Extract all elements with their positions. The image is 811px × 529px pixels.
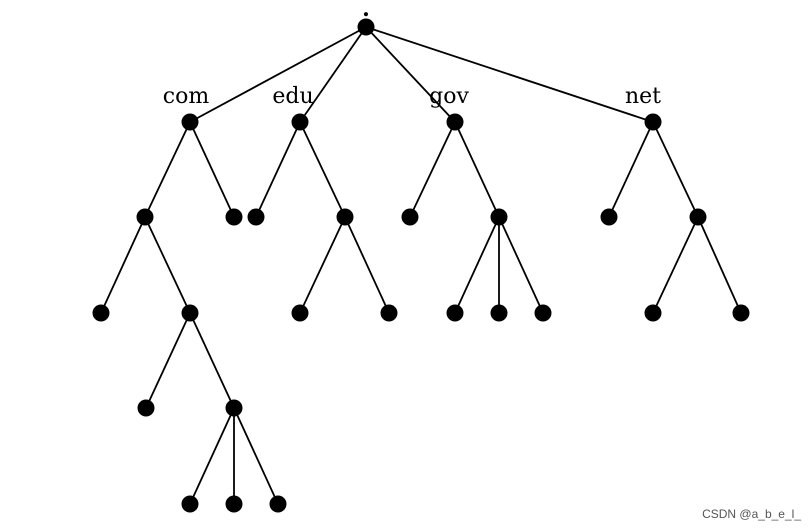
tree-node-e22 xyxy=(380,304,398,322)
tree-edge-root-net xyxy=(365,26,654,123)
tree-edge-net-n2 xyxy=(652,121,699,218)
tree-node-com xyxy=(181,113,199,131)
tree-edge-c12-c121 xyxy=(145,312,191,409)
tree-edge-c122-c1221 xyxy=(189,407,235,505)
tree-edge-com-c1 xyxy=(144,121,191,218)
tree-edge-c122-c1223 xyxy=(233,407,279,505)
tree-node-n22 xyxy=(732,304,750,322)
tree-node-root xyxy=(357,18,375,36)
tree-edge-c12-c122 xyxy=(189,312,235,409)
tree-edge-gov-g1 xyxy=(409,121,456,218)
tree-edges xyxy=(100,26,742,505)
tree-edge-root-edu xyxy=(299,26,367,123)
tree-edge-n2-n21 xyxy=(652,216,699,314)
tree-edge-gov-g2 xyxy=(454,121,500,218)
domain-label-net: net xyxy=(625,84,661,109)
domain-label-edu: edu xyxy=(272,84,313,109)
tree-edge-c1-c12 xyxy=(144,216,191,314)
tree-node-c1221 xyxy=(181,495,199,513)
domain-label-com: com xyxy=(163,84,210,109)
tree-edge-n2-n22 xyxy=(697,216,742,314)
tree-node-edu xyxy=(291,113,309,131)
tree-edge-edu-e1 xyxy=(255,121,301,218)
tree-node-g21 xyxy=(446,304,464,322)
tree-node-g1 xyxy=(401,208,419,226)
tree-edge-net-n1 xyxy=(608,121,654,218)
tree-node-c1223 xyxy=(269,495,287,513)
root-label: . xyxy=(362,0,370,22)
tree-node-c12 xyxy=(181,304,199,322)
tree-edge-g2-g23 xyxy=(498,216,544,314)
tree-edge-g2-g21 xyxy=(454,216,500,314)
tree-node-g22 xyxy=(490,304,508,322)
watermark: CSDN @a_b_e_l_ xyxy=(702,507,801,521)
tree-node-net xyxy=(644,113,662,131)
tree-edge-c1-c11 xyxy=(100,216,146,314)
tree-node-c11 xyxy=(92,304,110,322)
tree-node-c2 xyxy=(225,208,243,226)
tree-node-n1 xyxy=(600,208,618,226)
tree-node-g23 xyxy=(534,304,552,322)
tree-node-gov xyxy=(446,113,464,131)
tree-node-c1222 xyxy=(225,495,243,513)
tree-node-g2 xyxy=(490,208,508,226)
tree-node-c122 xyxy=(225,399,243,417)
domain-label-gov: gov xyxy=(429,84,469,109)
tree-edge-e2-e21 xyxy=(299,216,346,314)
tree-node-n21 xyxy=(644,304,662,322)
tree-edge-e2-e22 xyxy=(344,216,390,314)
tree-node-n2 xyxy=(689,208,707,226)
tree-node-c121 xyxy=(137,399,155,417)
tree-node-e21 xyxy=(291,304,309,322)
tree-edge-com-c2 xyxy=(189,121,235,218)
tree-node-e1 xyxy=(247,208,265,226)
tree-edge-edu-e2 xyxy=(299,121,346,218)
tree-node-c1 xyxy=(136,208,154,226)
tree-edge-root-com xyxy=(189,26,367,123)
tree-nodes xyxy=(92,18,750,513)
tree-node-e2 xyxy=(336,208,354,226)
tree-edge-root-gov xyxy=(365,26,456,123)
